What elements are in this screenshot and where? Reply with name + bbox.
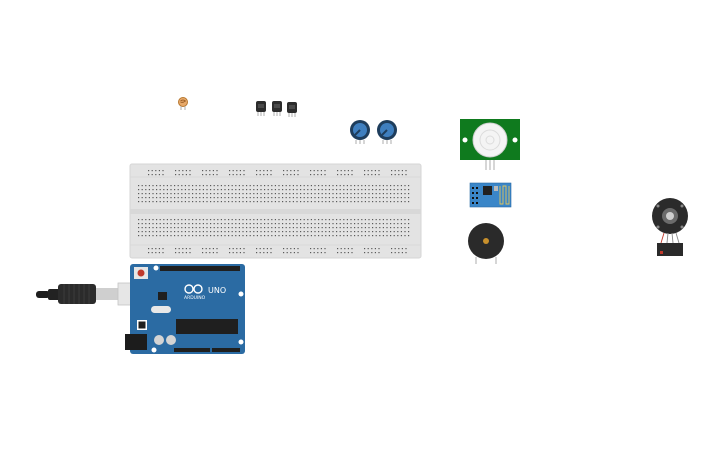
brand-label: ARDUINO <box>184 295 206 301</box>
breadboard[interactable] <box>129 163 422 259</box>
photoresistor-icon[interactable] <box>178 97 188 111</box>
transistor-icon[interactable] <box>256 101 297 117</box>
esp8266-icon[interactable] <box>469 182 512 208</box>
arduino-board[interactable]: UNO ARDUINO <box>125 264 245 354</box>
motor-icon[interactable] <box>652 198 688 256</box>
board-model-label: UNO <box>208 286 226 295</box>
arduino-logo-icon <box>184 284 203 294</box>
breadboard-holes <box>138 170 410 254</box>
piezo-icon[interactable] <box>468 223 504 264</box>
potentiometer-icon[interactable] <box>350 120 397 144</box>
pir-sensor-icon[interactable] <box>460 119 520 170</box>
